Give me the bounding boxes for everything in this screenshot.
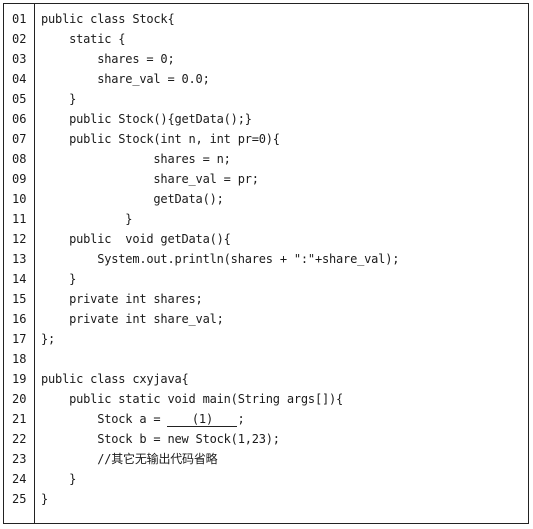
line-number: 22 [12, 432, 27, 446]
line-number: 23 [12, 452, 27, 466]
code-line-09: 09 share_val = pr; [4, 169, 528, 189]
line-code: share_val = pr; [41, 172, 259, 186]
code-line-02: 02 static { [4, 29, 528, 49]
code-listing-table: 01 public class Stock{ 02 static { 03 sh… [3, 3, 529, 524]
line-code: } [41, 492, 49, 506]
line-number: 20 [12, 392, 27, 406]
line-number: 09 [12, 172, 27, 186]
line-code-with-blank: Stock a = (1); [41, 411, 245, 427]
code-line-05: 05 } [4, 89, 528, 109]
code-line-15: 15 private int shares; [4, 289, 528, 309]
line-code: Stock b = new Stock(1,23); [41, 432, 280, 446]
line-code: } [41, 92, 77, 106]
line-code: } [41, 212, 133, 226]
line-code: getData(); [41, 192, 224, 206]
line-code: public void getData(){ [41, 232, 231, 246]
line-code: //其它无输出代码省略 [41, 452, 218, 466]
line-code: public class Stock{ [41, 12, 175, 26]
code-line-12: 12 public void getData(){ [4, 229, 528, 249]
line-code: share_val = 0.0; [41, 72, 210, 86]
line-code: public Stock(int n, int pr=0){ [41, 132, 280, 146]
line-number: 18 [12, 352, 27, 366]
code-line-23: 23 //其它无输出代码省略 [4, 449, 528, 469]
code-line-18: 18 [4, 349, 528, 369]
line-code: public static void main(String args[]){ [41, 392, 344, 406]
code-line-20: 20 public static void main(String args[]… [4, 389, 528, 409]
line-code: shares = n; [41, 152, 231, 166]
code-line-10: 10 getData(); [4, 189, 528, 209]
line-number: 11 [12, 212, 27, 226]
line-code: public Stock(){getData();} [41, 112, 252, 126]
line-number: 10 [12, 192, 27, 206]
line-code: private int share_val; [41, 312, 224, 326]
line-code: shares = 0; [41, 52, 175, 66]
line-code: static { [41, 32, 126, 46]
line-number: 25 [12, 492, 27, 506]
code-line-08: 08 shares = n; [4, 149, 528, 169]
line-number: 19 [12, 372, 27, 386]
line-number: 13 [12, 252, 27, 266]
line-number: 14 [12, 272, 27, 286]
line-number: 21 [12, 412, 27, 426]
fill-in-blank: (1) [167, 412, 238, 427]
line-number: 15 [12, 292, 27, 306]
line-number: 08 [12, 152, 27, 166]
code-line-04: 04 share_val = 0.0; [4, 69, 528, 89]
line-number: 24 [12, 472, 27, 486]
code-line-11: 11 } [4, 209, 528, 229]
line-number: 12 [12, 232, 27, 246]
line-code: private int shares; [41, 292, 203, 306]
code-line-22: 22 Stock b = new Stock(1,23); [4, 429, 528, 449]
code-line-16: 16 private int share_val; [4, 309, 528, 329]
line-code: } [41, 472, 77, 486]
line-number: 04 [12, 72, 27, 86]
line-number: 03 [12, 52, 27, 66]
code-line-17: 17 }; [4, 329, 528, 349]
line-code: public class cxyjava{ [41, 372, 189, 386]
line-number: 05 [12, 92, 27, 106]
line-code: } [41, 272, 77, 286]
code-line-24: 24 } [4, 469, 528, 489]
line-code: System.out.println(shares + ":"+share_va… [41, 252, 400, 266]
line-code-suffix: ; [237, 412, 245, 426]
code-line-07: 07 public Stock(int n, int pr=0){ [4, 129, 528, 149]
line-number-divider [34, 4, 35, 523]
code-line-25: 25 } [4, 489, 528, 509]
line-code-prefix: Stock a = [41, 412, 168, 426]
code-line-06: 06 public Stock(){getData();} [4, 109, 528, 129]
code-line-03: 03 shares = 0; [4, 49, 528, 69]
code-line-13: 13 System.out.println(shares + ":"+share… [4, 249, 528, 269]
line-number: 01 [12, 12, 27, 26]
code-line-14: 14 } [4, 269, 528, 289]
line-number: 07 [12, 132, 27, 146]
line-number: 06 [12, 112, 27, 126]
code-line-01: 01 public class Stock{ [4, 9, 528, 29]
code-line-19: 19 public class cxyjava{ [4, 369, 528, 389]
line-number: 02 [12, 32, 27, 46]
code-line-21: 21 Stock a = (1); [4, 409, 528, 429]
line-number: 17 [12, 332, 27, 346]
line-code: }; [41, 332, 56, 346]
line-number: 16 [12, 312, 27, 326]
